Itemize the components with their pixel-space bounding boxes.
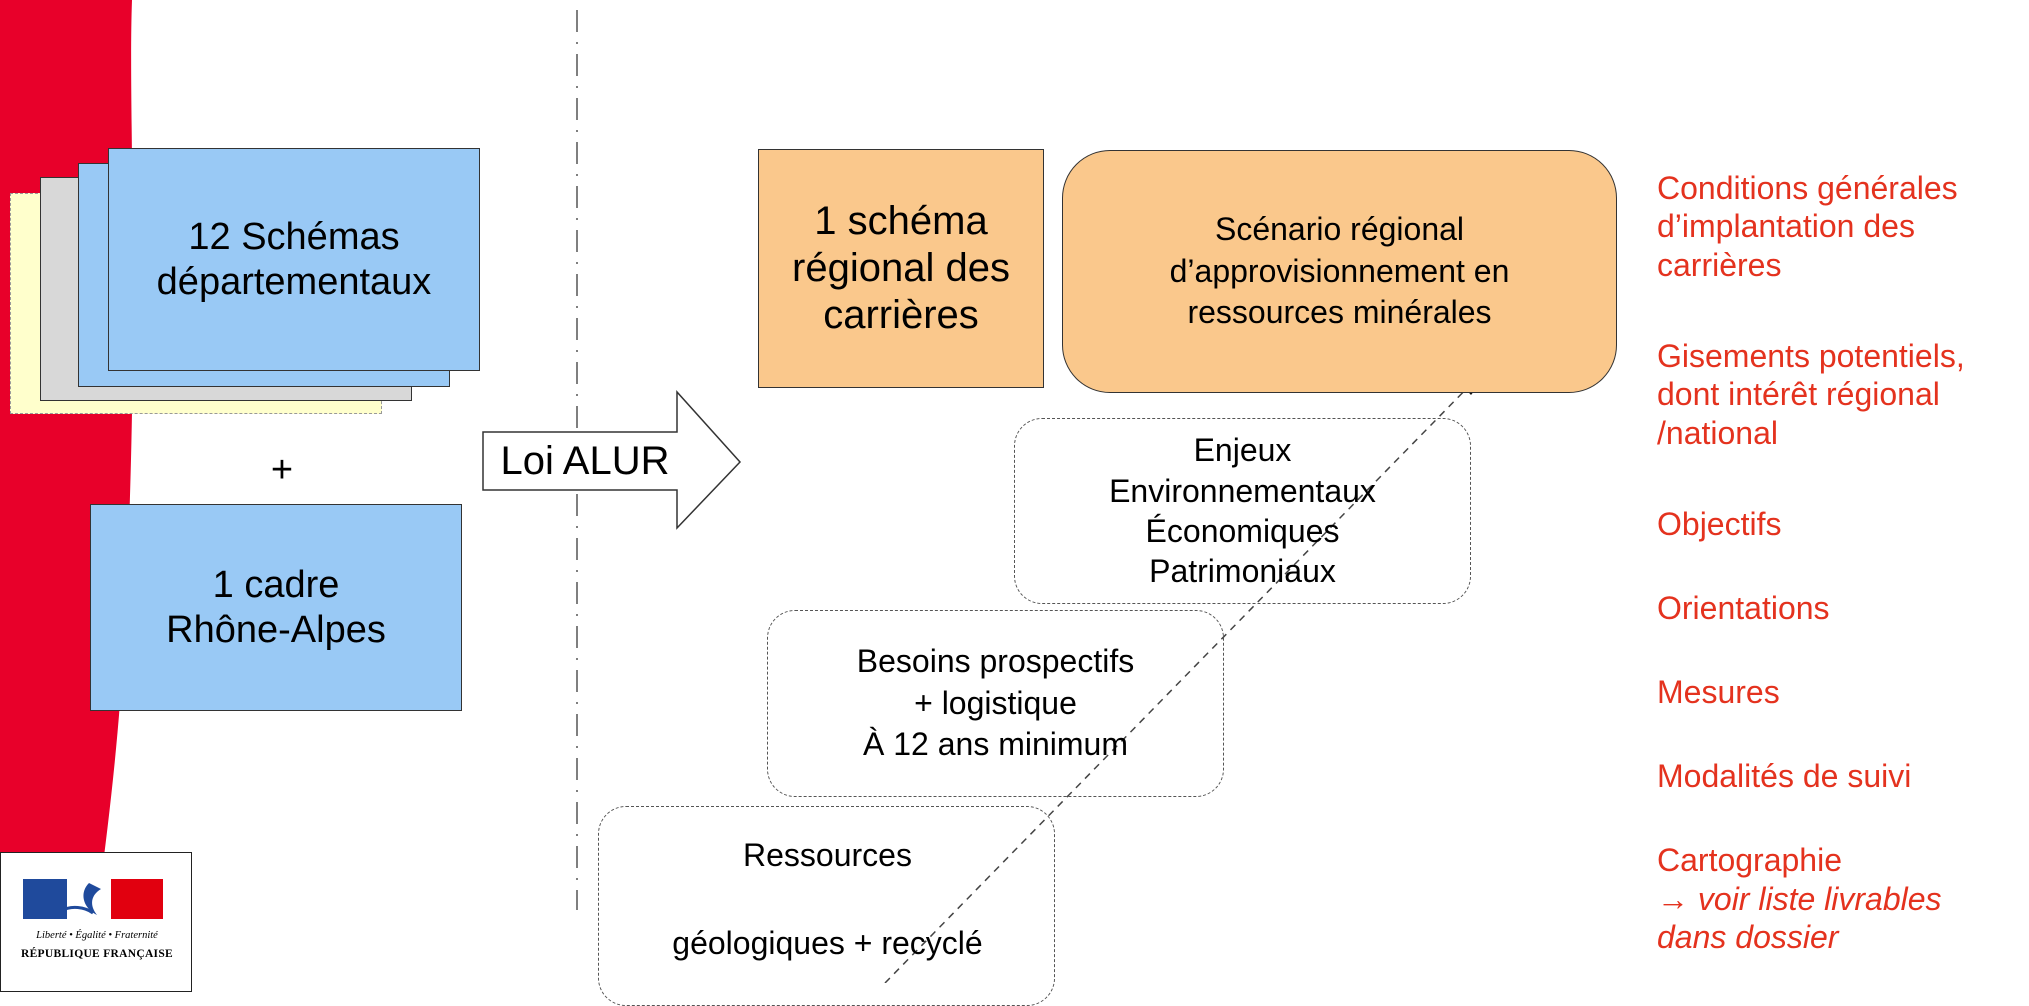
logo-motto: Liberté • Égalité • Fraternité <box>36 930 158 941</box>
enjeux-box: Enjeux Environnementaux Économiques Patr… <box>1014 418 1471 604</box>
contents-item: Gisements potentiels, dont intérêt régio… <box>1657 338 1965 451</box>
contents-item: Objectifs <box>1657 506 1782 542</box>
besoins-line: + logistique <box>914 684 1077 721</box>
cadre-rhone-alpes-card: 1 cadre Rhône-Alpes <box>90 504 462 711</box>
contents-item: Conditions générales d’implantation des … <box>1657 170 1958 283</box>
contents-item: Modalités de suivi <box>1657 758 1912 794</box>
enjeux-line: Environnementaux <box>1109 472 1376 509</box>
besoins-line: Besoins prospectifs <box>856 643 1135 680</box>
contents-item: Cartographie <box>1657 842 1842 878</box>
scenario-regional-card: Scénario régional d’approvisionnement en… <box>1062 150 1617 393</box>
ressources-box: Ressources géologiques + recyclé <box>598 806 1055 1006</box>
scenario-regional-label: Scénario régional d’approvisionnement en… <box>1169 211 1510 331</box>
enjeux-line: Économiques <box>1145 513 1340 549</box>
loi-alur-arrow <box>482 390 742 530</box>
contents-note: → voir liste livrables dans dossier <box>1657 881 1942 956</box>
schema-regional-label: 1 schéma régional des carrières <box>792 198 1010 338</box>
loi-alur-label: Loi ALUR <box>500 438 670 483</box>
departmental-schemas-label: 12 Schémas départementaux <box>156 215 432 303</box>
ressources-subtitle: géologiques + recyclé <box>672 925 983 961</box>
departmental-schemas-card: 12 Schémas départementaux <box>108 148 480 371</box>
flag-icon <box>23 879 163 919</box>
enjeux-line: Enjeux <box>1193 432 1292 469</box>
contents-item: Orientations <box>1657 590 1830 626</box>
contents-item: Mesures <box>1657 674 1780 710</box>
diagonal-arrow-line <box>884 379 1476 983</box>
logo-republic-name: RÉPUBLIQUE FRANÇAISE <box>20 948 173 960</box>
plus-sign: + <box>270 448 294 491</box>
cadre-rhone-alpes-label: 1 cadre Rhône-Alpes <box>166 563 386 651</box>
besoins-box: Besoins prospectifs + logistique À 12 an… <box>767 610 1224 797</box>
ressources-title: Ressources <box>743 837 912 873</box>
besoins-line: À 12 ans minimum <box>863 726 1128 763</box>
schema-regional-card: 1 schéma régional des carrières <box>758 149 1044 388</box>
marianne-logo: Liberté • Égalité • Fraternité RÉPUBLIQU… <box>0 852 192 992</box>
enjeux-line: Patrimoniaux <box>1149 553 1336 590</box>
